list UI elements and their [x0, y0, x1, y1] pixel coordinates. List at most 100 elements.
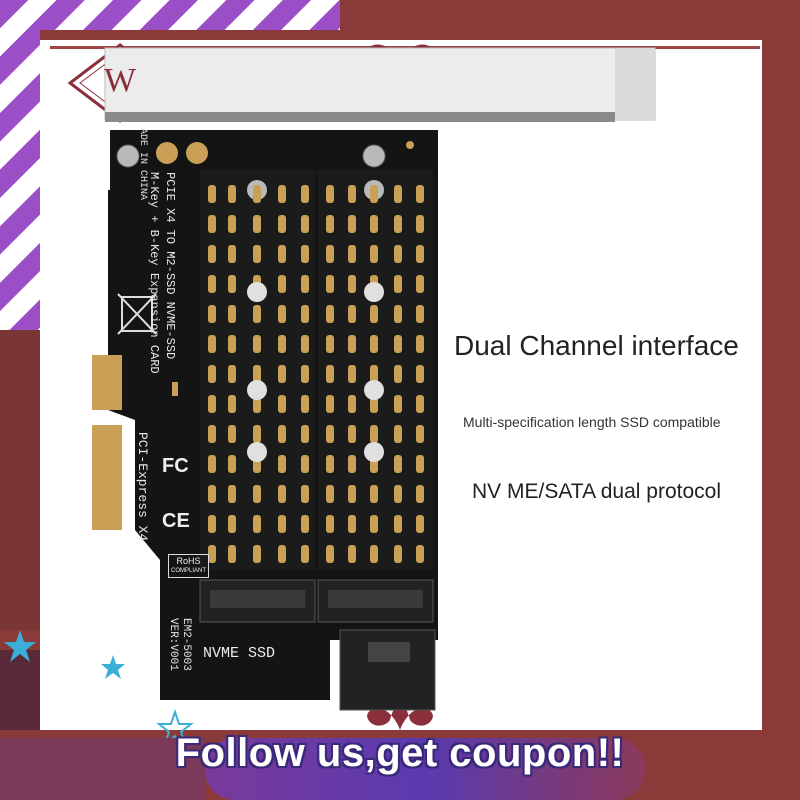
mounting-holes — [247, 282, 384, 462]
gold-pad — [326, 455, 334, 473]
gold-pad — [208, 515, 216, 533]
gold-pad — [370, 185, 378, 203]
gold-pad — [301, 455, 309, 473]
gold-pad — [301, 245, 309, 263]
gold-pad — [228, 425, 236, 443]
card-interface-label: PCI-Express X4 — [135, 432, 150, 542]
gold-pad — [208, 245, 216, 263]
star-decor — [4, 630, 194, 747]
gold-pad — [348, 425, 356, 443]
gold-pad — [301, 185, 309, 203]
gold-pad — [326, 515, 334, 533]
gold-pad — [228, 275, 236, 293]
gold-pad — [208, 305, 216, 323]
gold-pad — [416, 425, 424, 443]
gold-pad — [416, 245, 424, 263]
gold-pad — [348, 215, 356, 233]
gold-pad — [208, 215, 216, 233]
mounting-hole — [247, 442, 267, 462]
gold-pad — [416, 485, 424, 503]
card-rohs-sub: COMPLIANT — [171, 568, 207, 574]
gold-pad — [253, 365, 261, 383]
gold-pad — [416, 215, 424, 233]
gold-pad — [348, 185, 356, 203]
bottom-ornament — [367, 696, 433, 730]
gold-pad — [278, 245, 286, 263]
gold-pad — [326, 185, 334, 203]
gold-pad — [416, 455, 424, 473]
gold-pad — [278, 395, 286, 413]
gold-pad — [416, 545, 424, 563]
gold-pad — [301, 395, 309, 413]
gold-pad — [208, 395, 216, 413]
gold-pad — [348, 545, 356, 563]
gold-pad — [326, 365, 334, 383]
gold-pad — [228, 515, 236, 533]
gold-pad — [370, 305, 378, 323]
gold-pad — [278, 545, 286, 563]
gold-pad — [348, 515, 356, 533]
gold-pad — [278, 185, 286, 203]
card-model-line1: PCIE X4 TO M2-SSD NVME-SSD — [163, 172, 177, 360]
gold-pad — [228, 455, 236, 473]
gold-pad — [208, 485, 216, 503]
gold-pad — [416, 395, 424, 413]
gold-pad — [326, 395, 334, 413]
gold-pad — [253, 335, 261, 353]
gold-pad — [348, 395, 356, 413]
gold-pad — [278, 335, 286, 353]
gold-pad — [301, 275, 309, 293]
card-rohs: RoHS — [176, 556, 201, 566]
gold-pad — [394, 365, 402, 383]
card-fc-mark: FC — [162, 455, 189, 477]
gold-pad — [228, 335, 236, 353]
gold-pad — [416, 515, 424, 533]
gold-pad — [394, 275, 402, 293]
gold-pad — [208, 425, 216, 443]
gold-pad — [253, 545, 261, 563]
gold-pad — [326, 335, 334, 353]
gold-pad — [208, 275, 216, 293]
gold-pad — [253, 215, 261, 233]
gold-pad — [253, 425, 261, 443]
gold-pad — [301, 215, 309, 233]
gold-pad — [348, 455, 356, 473]
gold-pad — [326, 275, 334, 293]
gold-pad — [394, 395, 402, 413]
gold-pad — [208, 545, 216, 563]
gold-pad — [253, 305, 261, 323]
gold-pad — [253, 485, 261, 503]
gold-pad — [394, 215, 402, 233]
gold-pad — [278, 515, 286, 533]
gold-pad — [301, 545, 309, 563]
gold-pad — [228, 245, 236, 263]
mounting-hole — [247, 380, 267, 400]
gold-pad — [326, 425, 334, 443]
coupon-banner-bg — [205, 738, 645, 800]
gold-pad — [394, 305, 402, 323]
gold-pad — [301, 335, 309, 353]
gold-pad — [416, 335, 424, 353]
gold-pad — [370, 245, 378, 263]
gold-pad — [394, 545, 402, 563]
coupon-banner-text[interactable]: Follow us,get coupon!! — [175, 731, 625, 775]
gold-pad — [370, 425, 378, 443]
gold-pad — [394, 245, 402, 263]
gold-pad — [370, 335, 378, 353]
gold-pad — [370, 515, 378, 533]
gold-pad — [416, 305, 424, 323]
gold-pad — [208, 365, 216, 383]
gold-pad — [326, 485, 334, 503]
gold-pad — [228, 485, 236, 503]
gold-pad — [253, 185, 261, 203]
card-model-code-block: EM2-5003 VER:V001 — [166, 618, 192, 671]
gold-pad — [301, 365, 309, 383]
gold-pad — [348, 245, 356, 263]
card-version: VER:V001 — [167, 618, 179, 671]
gold-pad — [208, 455, 216, 473]
gold-pad — [370, 545, 378, 563]
gold-pad — [278, 275, 286, 293]
gold-pad — [348, 275, 356, 293]
gold-pad — [394, 425, 402, 443]
gold-pad — [348, 305, 356, 323]
